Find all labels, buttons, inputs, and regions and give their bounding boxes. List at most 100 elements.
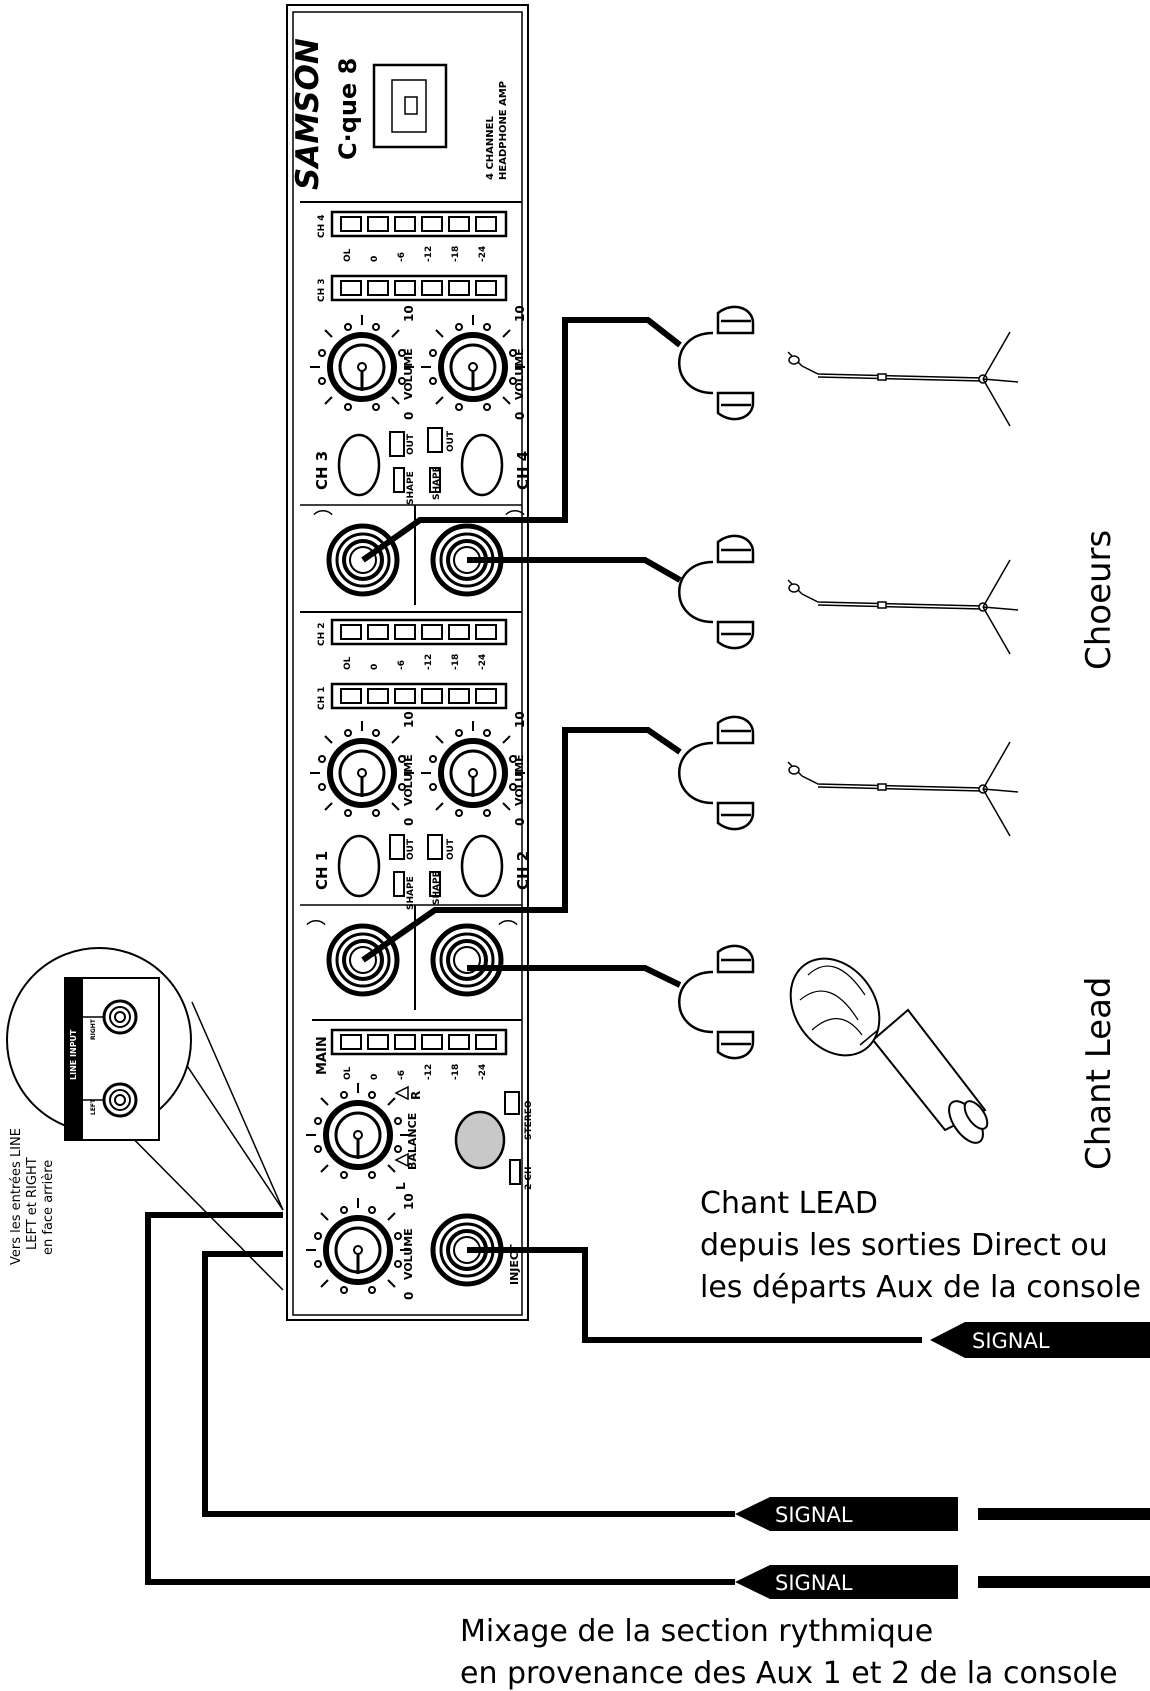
ch4-shape-switch[interactable]: [429, 467, 441, 493]
meter-ch1-label: CH 1: [317, 686, 327, 710]
svg-text:VOLUME: VOLUME: [402, 1228, 415, 1280]
ch2-shape-switch[interactable]: [429, 871, 441, 897]
svg-text:SIGNAL: SIGNAL: [775, 1503, 853, 1527]
svg-text:10: 10: [513, 711, 527, 728]
ch1-out-switch[interactable]: [389, 834, 405, 860]
ch1-button[interactable]: [337, 834, 381, 898]
mic-stand-icon: [787, 741, 1019, 837]
meter-ch4: [330, 210, 508, 238]
meter-scale-middle: OL 0 -6 -12 -18 -24: [343, 654, 488, 670]
brand-logo: SAMSON: [290, 38, 326, 190]
svg-text:-6: -6: [397, 1070, 407, 1080]
svg-text:0: 0: [370, 256, 380, 262]
ch2-out-switch[interactable]: [427, 834, 443, 860]
headphone-icon: ⌒: [306, 918, 326, 942]
meter-ch3-label: CH 3: [317, 278, 327, 302]
svg-text:VOLUME: VOLUME: [402, 348, 415, 400]
svg-text:VOLUME: VOLUME: [402, 754, 415, 806]
group-label-chant-lead: Chant Lead: [1079, 977, 1119, 1171]
svg-text:OL: OL: [343, 656, 353, 670]
svg-text:-12: -12: [424, 654, 434, 670]
svg-text:OUT: OUT: [446, 430, 456, 452]
handheld-microphone-icon: [789, 957, 989, 1144]
ch4-button[interactable]: [460, 433, 504, 497]
mic-stand-icon: [787, 331, 1019, 427]
svg-text:0: 0: [513, 412, 527, 420]
svg-text:SIGNAL: SIGNAL: [972, 1329, 1050, 1353]
svg-text:-24: -24: [478, 1064, 488, 1080]
cables: [145, 317, 922, 1585]
svg-text:10: 10: [402, 305, 416, 322]
svg-text:SHAPE: SHAPE: [406, 471, 416, 505]
ch2-label: CH 2: [514, 851, 532, 890]
subtitle-line1: 4 CHANNEL: [485, 116, 496, 180]
main-label: MAIN: [315, 1036, 330, 1075]
svg-text:-6: -6: [397, 660, 407, 670]
meter-ch4-label: CH 4: [317, 214, 327, 238]
meter-ch2-label: CH 2: [317, 622, 327, 646]
svg-text:BALANCE: BALANCE: [406, 1113, 419, 1170]
line-input-left-jack[interactable]: [102, 1082, 138, 1118]
meter-ch2: [330, 618, 508, 646]
svg-text:-12: -12: [424, 246, 434, 262]
svg-text:-18: -18: [451, 1064, 461, 1080]
subtitle-line2: HEADPHONE AMP: [498, 81, 509, 180]
svg-text:-18: -18: [451, 246, 461, 262]
svg-text:OL: OL: [343, 1066, 353, 1080]
svg-text:10: 10: [402, 1193, 416, 1210]
meter-scale-top: OL 0 -6 -12 -18 -24: [343, 246, 488, 262]
group-label-choeurs: Choeurs: [1079, 530, 1119, 670]
headphones-icon: [678, 944, 755, 1060]
lead-caption-line2: depuis les sorties Direct ou: [700, 1228, 1108, 1263]
line-input-right-jack[interactable]: [102, 999, 138, 1035]
ch3-shape-switch[interactable]: [393, 467, 405, 493]
2ch-switch[interactable]: [509, 1159, 521, 1185]
right-input-label: RIGHT: [90, 1018, 97, 1040]
amp-front-panel: SAMSON C·que 8 4 CHANNEL HEADPHONE AMP C…: [286, 4, 534, 1321]
stereo-switch[interactable]: [504, 1091, 520, 1115]
meter-main: [330, 1028, 508, 1056]
headphones-icon: [678, 534, 755, 650]
mic-stand-icon: [787, 559, 1019, 655]
meter-scale-main: OL 0 -6 -12 -18 -24: [343, 1064, 488, 1080]
ch4-out-switch[interactable]: [427, 427, 443, 453]
headphone-jack-ch2[interactable]: [433, 926, 501, 994]
mix-caption-line2: en provenance des Aux 1 et 2 de la conso…: [460, 1656, 1118, 1691]
svg-text:-24: -24: [478, 246, 488, 262]
svg-text:L: L: [394, 1182, 408, 1190]
svg-text:R: R: [409, 1091, 423, 1100]
signal-arrow-aux1: SIGNAL: [735, 1497, 1150, 1531]
line-input-title: LINE INPUT: [69, 1029, 78, 1080]
lead-caption-line1: Chant LEAD: [700, 1186, 878, 1221]
svg-text:0: 0: [370, 1074, 380, 1080]
svg-text:OUT: OUT: [406, 838, 416, 860]
svg-text:-18: -18: [451, 654, 461, 670]
ch2-button[interactable]: [460, 834, 504, 898]
svg-text:OUT: OUT: [446, 838, 456, 860]
ch3-button[interactable]: [337, 433, 381, 497]
svg-text:VOLUME: VOLUME: [513, 754, 526, 806]
svg-text:-12: -12: [424, 1064, 434, 1080]
svg-text:0: 0: [513, 818, 527, 826]
left-input-label: LEFT: [90, 1098, 97, 1115]
signal-arrow-aux2: SIGNAL: [735, 1565, 1150, 1599]
headphones-icon: [678, 305, 755, 421]
line-input-inset: LINE INPUT RIGHT LEFT Vers les entrées L…: [6, 947, 284, 1291]
meter-ch1: [330, 682, 508, 710]
ch4-label: CH 4: [514, 451, 532, 490]
svg-text:OUT: OUT: [406, 433, 416, 455]
headphone-icon: ⌒: [498, 918, 518, 942]
ch3-out-switch[interactable]: [389, 431, 405, 457]
meter-ch3: [330, 274, 508, 302]
svg-text:10: 10: [402, 711, 416, 728]
inject-label: INJECT: [508, 1244, 521, 1285]
headphones-icon: [678, 715, 755, 831]
ch1-shape-switch[interactable]: [393, 871, 405, 897]
lead-caption-line3: les départs Aux de la console: [700, 1270, 1141, 1305]
ch1-label: CH 1: [313, 851, 331, 890]
svg-text:0: 0: [370, 664, 380, 670]
main-button[interactable]: [454, 1110, 506, 1170]
headphone-icon: ⌒: [313, 508, 333, 532]
model-name: C·que 8: [334, 58, 362, 160]
svg-text:10: 10: [513, 305, 527, 322]
